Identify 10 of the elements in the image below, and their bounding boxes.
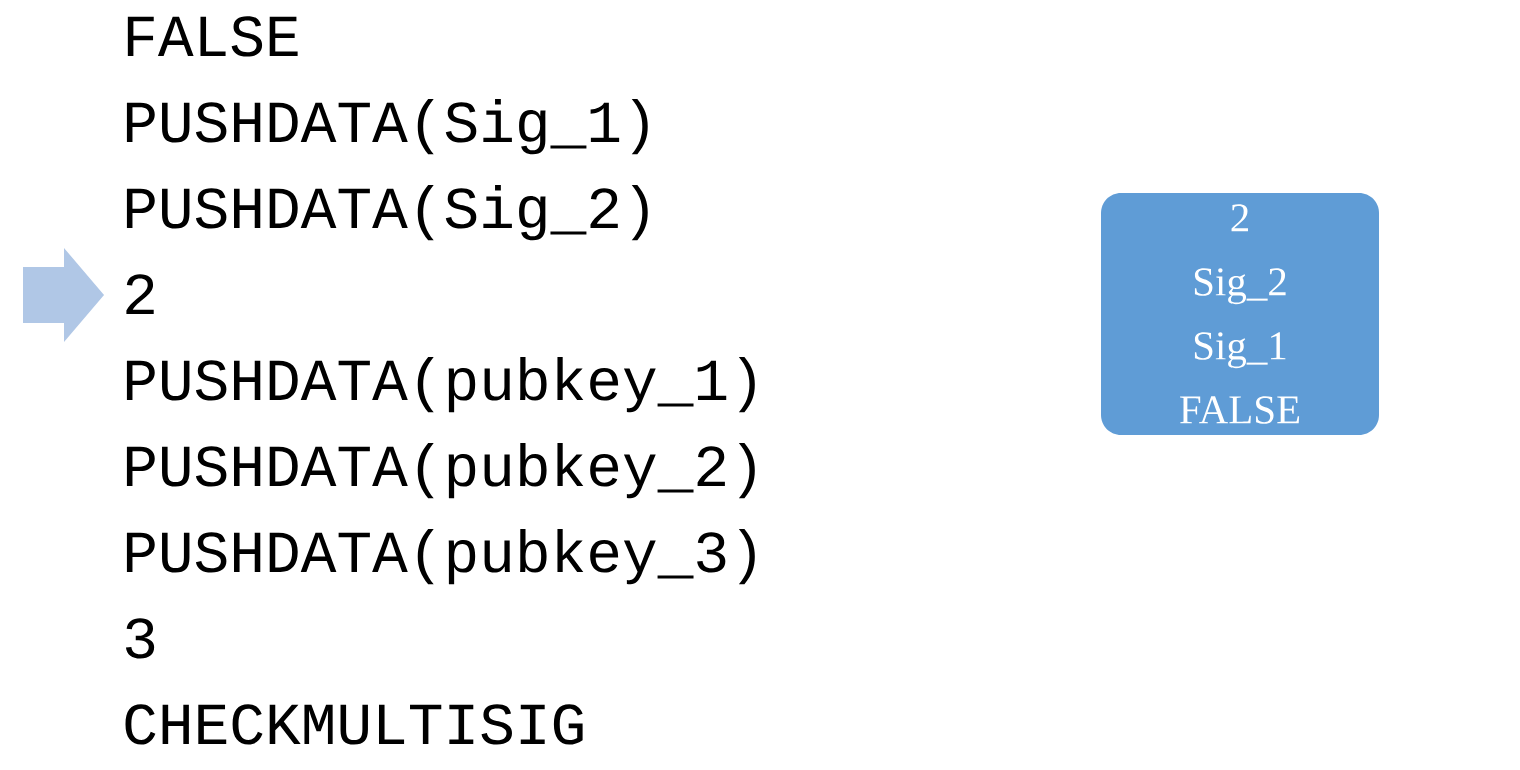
code-line: PUSHDATA(pubkey_2) xyxy=(126,442,755,499)
stack-box: 2 Sig_2 Sig_1 FALSE xyxy=(1101,193,1379,435)
code-line: FALSE xyxy=(127,16,298,57)
code-line: PUSHDATA(pubkey_1) xyxy=(126,356,755,413)
code-line: PUSHDATA(Sig_1) xyxy=(126,98,648,155)
code-line: 2 xyxy=(126,274,154,314)
code-line: PUSHDATA(Sig_2) xyxy=(126,184,648,241)
code-line: CHECKMULTISIG xyxy=(125,704,583,745)
code-line: PUSHDATA(pubkey_3) xyxy=(126,528,755,585)
code-line: 3 xyxy=(125,618,155,659)
